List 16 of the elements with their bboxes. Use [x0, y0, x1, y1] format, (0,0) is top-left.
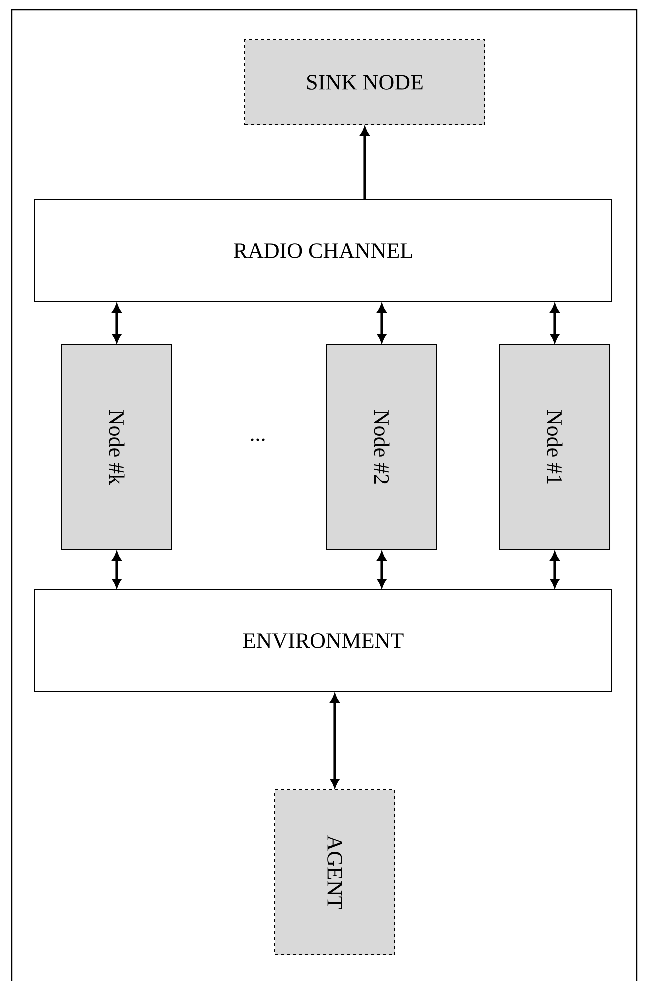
arrow	[378, 304, 386, 343]
arrow	[112, 304, 122, 343]
arrow	[330, 694, 340, 788]
arrow	[360, 127, 370, 200]
sink-box: SINK NODE	[244, 40, 486, 126]
node-box: Node #1	[500, 344, 610, 550]
environment-box: ENVIRONMENT	[34, 590, 612, 692]
arrow	[550, 552, 560, 588]
arrow	[112, 552, 122, 588]
arrow	[550, 304, 560, 343]
node-box: Node #2	[326, 344, 438, 550]
arrow	[378, 552, 386, 588]
node-box: Node #k	[62, 344, 172, 550]
ellipsis-label: ...	[251, 438, 265, 442]
channel-box: RADIO CHANNEL	[34, 200, 612, 302]
agent-box: AGENT	[274, 790, 396, 956]
